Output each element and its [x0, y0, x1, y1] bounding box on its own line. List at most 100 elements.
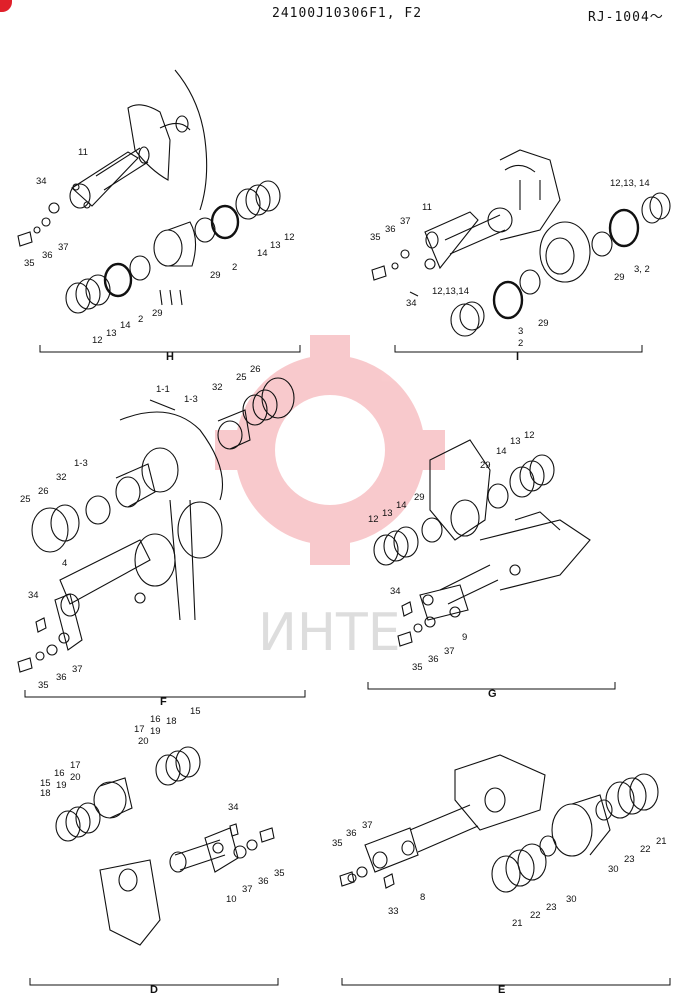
- section-f-drawing: [17, 377, 306, 698]
- label-part: 37: [444, 646, 455, 657]
- label-part: 20: [70, 772, 81, 783]
- label-part: 1-3: [184, 394, 198, 405]
- section-h-drawing: [17, 69, 301, 353]
- label-part: 3, 2: [634, 264, 650, 275]
- label-part: 12: [524, 430, 535, 441]
- label-part: 35: [274, 868, 285, 879]
- label-part: 1-3: [74, 458, 88, 469]
- label-part: 1-1: [156, 384, 170, 395]
- section-i-labels: 11 37 36 35 34 12,13,14 3 2 29 29 3, 2 1…: [370, 178, 650, 363]
- label-part: 14: [120, 320, 131, 331]
- label-part: 16: [54, 768, 65, 779]
- label-part: 29: [414, 492, 425, 503]
- label-part: 8: [420, 892, 425, 903]
- label-part: 12,13, 14: [610, 178, 650, 189]
- label-part: 22: [640, 844, 651, 855]
- label-part: 20: [138, 736, 149, 747]
- label-part: 37: [400, 216, 411, 227]
- label-part: 26: [38, 486, 49, 497]
- section-label-e: E: [498, 984, 505, 996]
- label-part: 9: [462, 632, 467, 643]
- section-f-labels: 1-1 1-3 32 25 26 1-3 32 25 26 4 34 35 36…: [20, 364, 261, 708]
- label-part: 13: [106, 328, 117, 339]
- label-part: 21: [656, 836, 667, 847]
- label-part: 14: [257, 248, 268, 259]
- label-part: 17: [134, 724, 145, 735]
- label-part: 29: [152, 308, 163, 319]
- section-e-labels: 35 36 37 33 8 21 22 23 30 30 23 22 21 E: [332, 820, 667, 996]
- label-part: 23: [624, 854, 635, 865]
- section-h-labels: 11 34 35 36 37 12 13 14 2 29 29 2 14 13 …: [24, 147, 295, 363]
- label-part: 29: [210, 270, 221, 281]
- label-part: 34: [390, 586, 401, 597]
- label-part: 33: [388, 906, 399, 917]
- label-part: 29: [614, 272, 625, 283]
- label-part: 13: [510, 436, 521, 447]
- label-part: 4: [62, 558, 67, 569]
- drawing-code: 24100J10306F1, F2: [272, 6, 423, 21]
- label-part: 21: [512, 918, 523, 929]
- label-part: 19: [150, 726, 161, 737]
- section-e-drawing: [339, 754, 671, 986]
- label-part: 34: [228, 802, 239, 813]
- label-part: 2: [518, 338, 523, 349]
- label-part: 23: [546, 902, 557, 913]
- label-part: 14: [396, 500, 407, 511]
- section-label-f: F: [160, 696, 167, 708]
- label-part: 2: [232, 262, 237, 273]
- label-part: 12: [284, 232, 295, 243]
- label-part: 32: [212, 382, 223, 393]
- section-d-labels: 15 16 17 18 19 20 15 16 17 18 19 20 34 3…: [40, 706, 285, 996]
- section-i-drawing: [371, 149, 671, 353]
- label-part: 19: [56, 780, 67, 791]
- label-part: 36: [42, 250, 53, 261]
- section-label-h: H: [166, 351, 174, 363]
- label-part: 37: [58, 242, 69, 253]
- label-part: 35: [412, 662, 423, 673]
- watermark-gear-icon: [215, 335, 445, 565]
- label-part: 3: [518, 326, 523, 337]
- section-g-labels: 29 14 13 12 12 13 14 29 34 9 35 36 37 G: [368, 430, 535, 700]
- label-part: 35: [332, 838, 343, 849]
- label-part: 32: [56, 472, 67, 483]
- watermark-text: ИНТЕ: [258, 603, 401, 663]
- corner-mark: [0, 0, 12, 12]
- label-part: 34: [28, 590, 39, 601]
- label-part: 13: [270, 240, 281, 251]
- label-part: 37: [362, 820, 373, 831]
- label-part: 10: [226, 894, 237, 905]
- label-part: 26: [250, 364, 261, 375]
- label-part: 35: [370, 232, 381, 243]
- label-part: 25: [20, 494, 31, 505]
- label-part: 30: [608, 864, 619, 875]
- label-part: 15: [40, 778, 51, 789]
- label-part: 12: [368, 514, 379, 525]
- label-part: 29: [538, 318, 549, 329]
- label-part: 15: [190, 706, 201, 717]
- label-part: 22: [530, 910, 541, 921]
- label-part: 35: [38, 680, 49, 691]
- label-part: 37: [242, 884, 253, 895]
- label-part: 34: [406, 298, 417, 309]
- label-part: 34: [36, 176, 47, 187]
- label-part: 36: [56, 672, 67, 683]
- section-label-d: D: [150, 984, 158, 996]
- label-part: 36: [385, 224, 396, 235]
- section-g-drawing: [367, 439, 616, 690]
- label-part: 37: [72, 664, 83, 675]
- label-part: 18: [166, 716, 177, 727]
- section-label-i: I: [516, 351, 519, 363]
- section-d-drawing: [29, 746, 279, 986]
- label-part: 2: [138, 314, 143, 325]
- label-part: 36: [428, 654, 439, 665]
- label-part: 25: [236, 372, 247, 383]
- label-part: 17: [70, 760, 81, 771]
- label-part: 36: [258, 876, 269, 887]
- label-part: 12,13,14: [432, 286, 469, 297]
- label-part: 36: [346, 828, 357, 839]
- label-part: 11: [422, 202, 432, 213]
- label-part: 18: [40, 788, 51, 799]
- label-part: 29: [480, 460, 491, 471]
- label-part: 12: [92, 335, 103, 346]
